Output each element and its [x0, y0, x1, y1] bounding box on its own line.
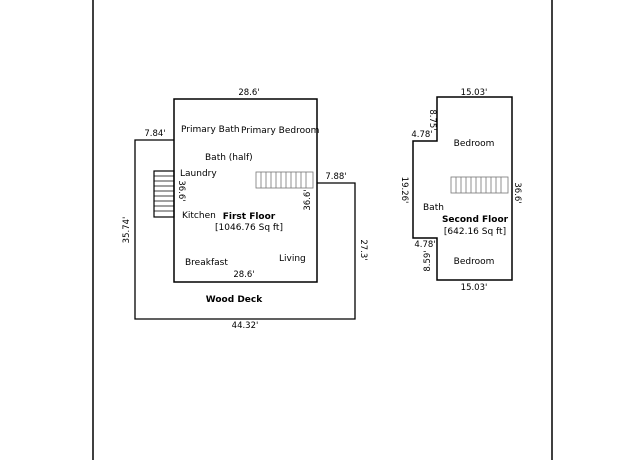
second-floor-area: [642.16 Sq ft]: [444, 227, 506, 237]
first-floor-title: First Floor: [223, 212, 276, 222]
wood-deck-label: Wood Deck: [206, 295, 263, 305]
room-label-kitchen: Kitchen: [182, 211, 216, 221]
room-label-primary-bedroom: Primary Bedroom: [241, 126, 319, 136]
dim-second-floor-bottom: 15.03': [461, 283, 488, 293]
first-floor-area: [1046.76 Sq ft]: [215, 223, 283, 233]
wood-deck-outline: [134, 139, 356, 320]
second-floor-title: Second Floor: [442, 215, 509, 225]
room-label-bedroom-top: Bedroom: [454, 139, 495, 149]
dim-deck-right: 27.3': [358, 239, 368, 260]
dim-second-floor-top: 15.03': [461, 88, 488, 98]
room-label-breakfast: Breakfast: [185, 258, 228, 268]
dim-first-floor-top: 28.6': [238, 88, 259, 98]
room-label-bedroom-bottom: Bedroom: [454, 257, 495, 267]
room-label-laundry: Laundry: [180, 169, 217, 179]
exterior-stairs: [153, 170, 175, 218]
dim-first-floor-left-inner: 36.6': [176, 180, 186, 201]
dim-notch-bottom-width: 4.78': [414, 240, 435, 250]
dim-deck-top-right: 7.88': [325, 172, 346, 182]
room-label-bath-second: Bath: [423, 203, 444, 213]
dim-deck-left: 35.74': [122, 217, 132, 244]
dim-notch-top-height: 8.75': [427, 109, 437, 130]
dim-first-floor-bottom: 28.6': [233, 270, 254, 280]
dim-deck-top-left: 7.84': [144, 129, 165, 139]
dim-first-floor-right: 36.6': [303, 189, 313, 210]
dim-second-floor-right: 36.6': [512, 182, 522, 203]
second-floor-stairs: [450, 176, 509, 194]
dim-notch-bottom-height: 8.59': [423, 250, 433, 271]
second-floor-outline: [412, 96, 513, 281]
dim-notch-top-width: 4.78': [411, 130, 432, 140]
room-label-living: Living: [279, 254, 306, 264]
room-label-primary-bath: Primary Bath: [181, 125, 240, 135]
first-floor-stairs: [255, 171, 314, 189]
room-label-bath-half: Bath (half): [205, 153, 253, 163]
dim-deck-bottom: 44.32': [232, 321, 259, 331]
dim-second-floor-left: 19.26': [399, 177, 409, 204]
